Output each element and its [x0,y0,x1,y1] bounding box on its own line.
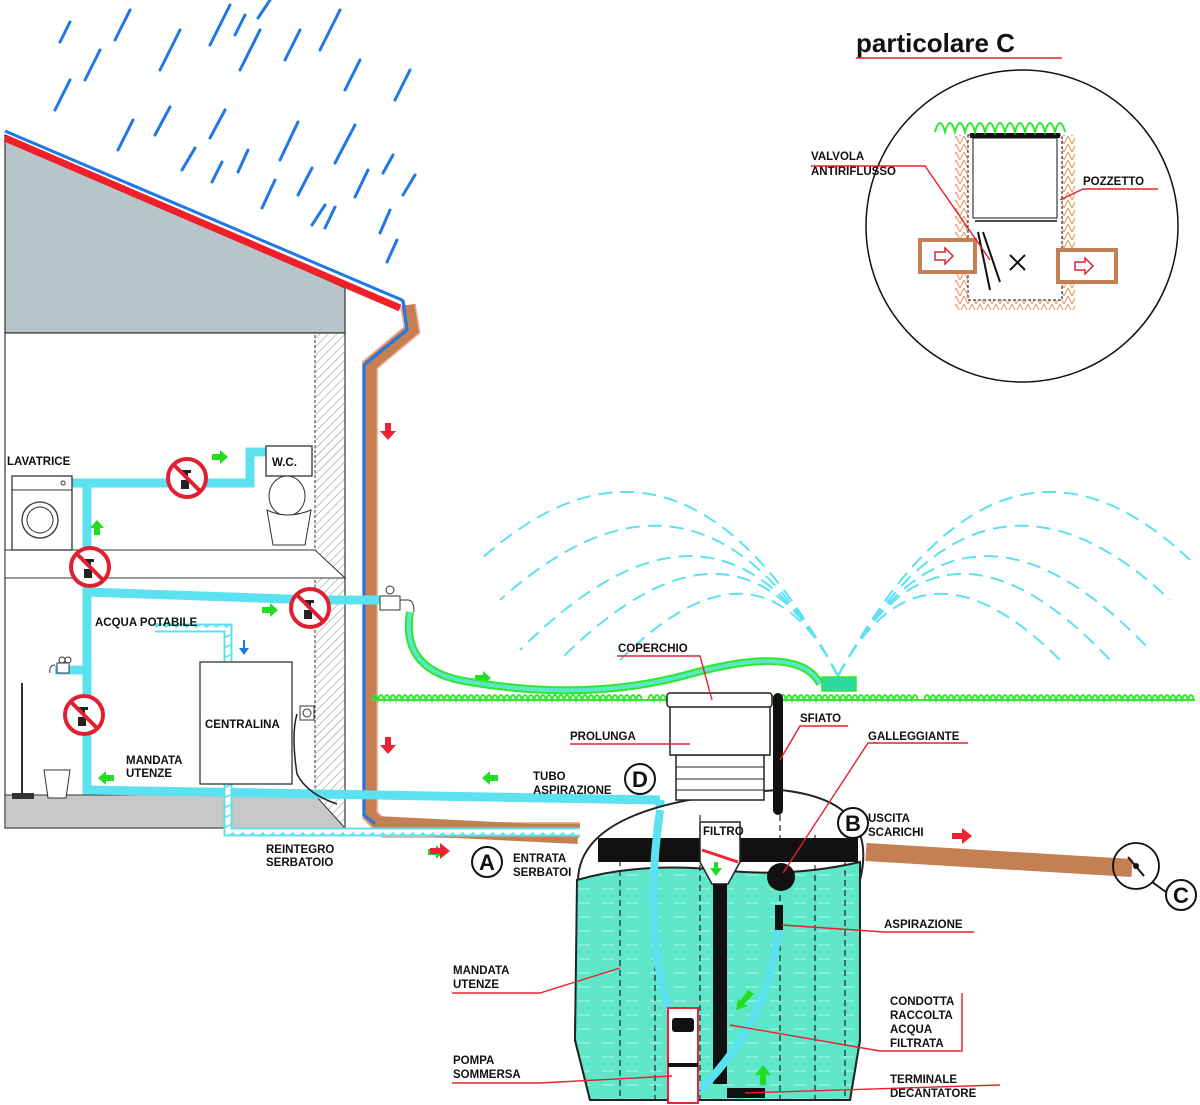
faucet-icon [379,585,415,613]
label-galleggiante: GALLEGGIANTE [868,731,960,743]
downspout-pipe [362,299,580,838]
toilet-icon [265,445,313,546]
svg-text:C: C [1173,883,1189,908]
flow-arrow-icon [380,423,396,440]
no-drinking-water-icon [63,694,105,736]
marker-d: D [624,763,656,795]
detail-c-inset: particolare C VALVOLA ANTIRIFLUSSO POZZE… [811,28,1179,383]
sprinkler-spray [479,491,1191,677]
no-drinking-water-icon [69,546,111,588]
label-aspirazione-tubo: ASPIRAZIONE [533,785,612,797]
label-condotta: CONDOTTA [890,996,954,1008]
flow-arrow-icon [90,520,104,535]
label-valvola: VALVOLA [811,151,864,163]
no-drinking-water-icon [166,457,208,499]
label-prolunga: PROLUNGA [570,731,636,743]
svg-text:B: B [845,811,861,836]
label-terminale: TERMINALE [890,1074,957,1086]
label-filtro: FILTRO [703,826,744,838]
label-pozzetto: POZZETTO [1083,176,1144,188]
label-centralina: CENTRALINA [205,719,280,731]
label-decantatore: DECANTATORE [890,1088,977,1100]
water-tank [573,692,865,1104]
label-lavatrice: LAVATRICE [7,456,71,468]
garden-hose [404,611,824,695]
label-antiriflusso: ANTIRIFLUSSO [811,166,896,178]
flow-arrow-icon [239,640,249,655]
label-sfiato: SFIATO [800,713,841,725]
washing-machine-icon [11,475,73,551]
no-drinking-water-icon [289,587,331,629]
label-aspirazione: ASPIRAZIONE [884,919,963,931]
detail-title: particolare C [856,28,1015,58]
flow-arrow-icon [98,771,114,785]
label-raccolta: RACCOLTA [890,1010,953,1022]
faucet-icon [49,656,72,674]
flow-arrow-icon [482,771,498,785]
label-entrata: ENTRATA [513,853,566,865]
mop-icon [12,683,34,799]
label-pompa: POMPA [453,1055,494,1067]
label-mandata-utenze-tank-2: UTENZE [453,979,499,991]
label-mandata-utenze-house-2: UTENZE [126,768,172,780]
centralina-box [199,661,293,785]
svg-text:A: A [479,850,495,875]
grass-line [371,694,1195,704]
flow-arrow-icon [430,843,450,859]
flow-arrow-icon [380,737,396,754]
label-serbatoi: SERBATOI [513,867,571,879]
label-mandata-utenze-tank: MANDATA [453,965,509,977]
label-filtrata: FILTRATA [890,1038,944,1050]
check-valve-icon [1112,842,1167,893]
svg-text:D: D [632,767,648,792]
label-acqua: ACQUA [890,1024,932,1036]
label-uscita: USCITA [868,813,910,825]
bucket-icon [43,769,71,799]
float-ball [767,863,795,891]
label-acqua-potabile: ACQUA POTABILE [95,617,198,629]
marker-a: A [471,846,503,878]
label-tubo: TUBO [533,771,566,783]
drain-pipe-outlet [865,843,1133,877]
label-coperchio: COPERCHIO [618,643,688,655]
label-sommersa: SOMMERSA [453,1069,521,1081]
label-wc: W.C. [272,457,297,469]
rain-icon [53,0,417,264]
label-reintegro: REINTEGRO [266,844,334,856]
flow-arrow-icon [952,828,972,844]
label-serbatoio: SERBATOIO [266,857,333,869]
label-mandata-utenze-house: MANDATA [126,755,182,767]
label-scarichi: SCARICHI [868,827,924,839]
marker-c: C [1165,879,1197,911]
house [3,129,408,829]
power-socket-icon [299,705,315,721]
sprinkler-icon [821,676,857,692]
marker-b: B [837,807,869,839]
